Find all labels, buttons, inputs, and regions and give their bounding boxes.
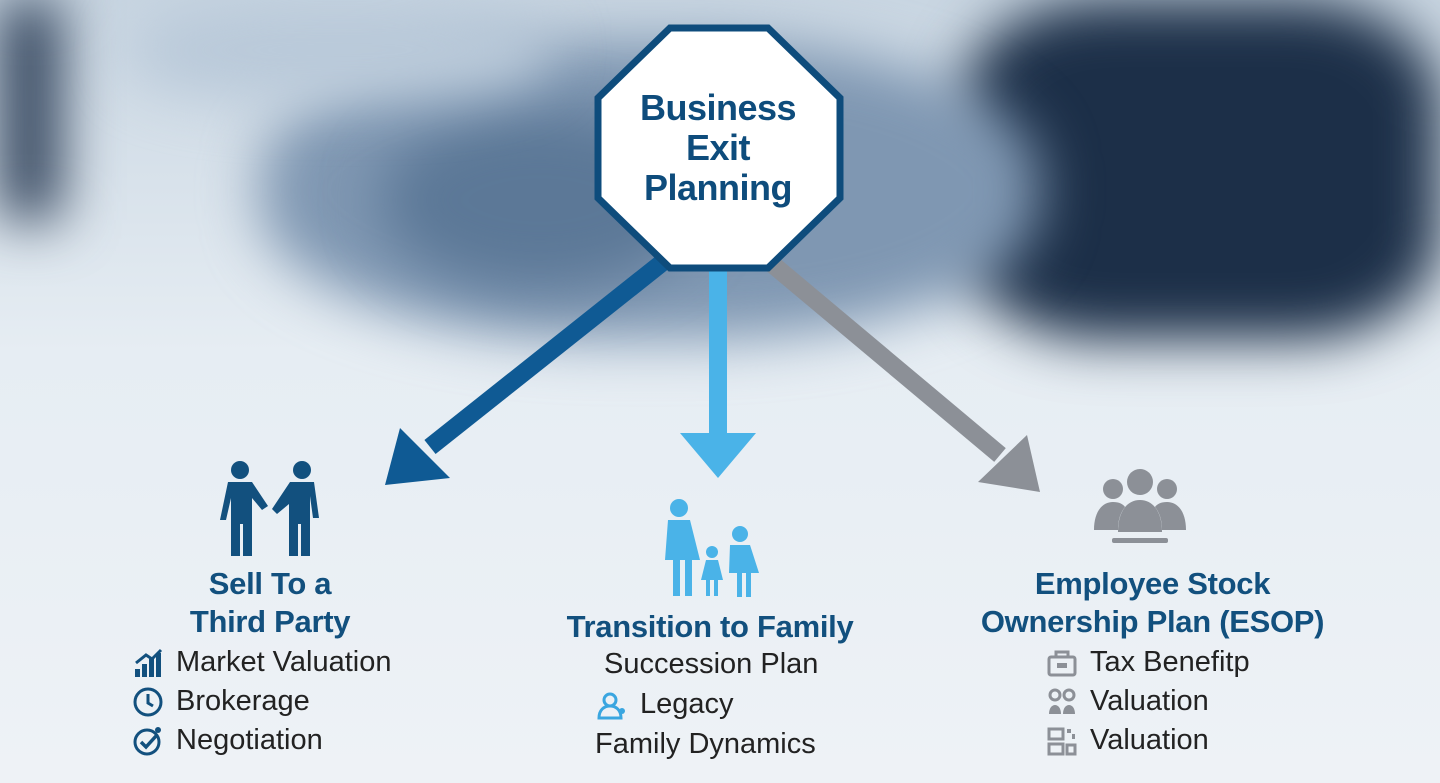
user-icon xyxy=(597,692,625,719)
list-item: Valuation xyxy=(1046,724,1209,757)
item-label: Family Dynamics xyxy=(595,728,816,760)
heading-line: Employee Stock xyxy=(1034,566,1271,601)
grid-icon xyxy=(1048,688,1076,714)
heading-line: Sell To a xyxy=(208,566,332,601)
briefcase-icon xyxy=(1047,650,1077,676)
item-label: Negotiation xyxy=(176,724,323,756)
branch-heading-family: Transition to Family xyxy=(520,608,900,646)
family-icon xyxy=(665,499,759,597)
arrow-left xyxy=(385,250,674,485)
item-label: Legacy xyxy=(640,688,734,720)
item-label: Tax Benefitp xyxy=(1090,646,1250,678)
item-label: Brokerage xyxy=(176,685,310,717)
handshake-people-icon xyxy=(220,461,319,556)
qr-icon xyxy=(1047,727,1077,755)
list-item: Market Valuation xyxy=(132,646,391,679)
list-item: Tax Benefitp xyxy=(1046,646,1250,679)
branch-heading-sell: Sell To a Third Party xyxy=(130,565,410,641)
group-icon xyxy=(1094,469,1186,543)
title-octagon xyxy=(594,24,844,272)
list-item: Brokerage xyxy=(132,685,310,718)
title-line: Planning xyxy=(644,167,793,208)
title-line: Exit xyxy=(685,127,751,168)
list-item: Negotiation xyxy=(132,724,323,757)
list-item: Succession Plan xyxy=(604,648,818,681)
clock-icon xyxy=(133,687,163,716)
page-title: Business Exit Planning xyxy=(618,88,818,208)
list-item: Family Dynamics xyxy=(595,728,816,761)
branch-heading-esop: Employee Stock Ownership Plan (ESOP) xyxy=(950,565,1355,641)
heading-line: Ownership Plan (ESOP) xyxy=(980,604,1325,639)
arrow-right xyxy=(759,251,1040,492)
item-label: Valuation xyxy=(1090,724,1209,756)
heading-line: Transition to Family xyxy=(566,609,854,644)
item-label: Valuation xyxy=(1090,685,1209,717)
list-item: Valuation xyxy=(1046,685,1209,718)
heading-line: Third Party xyxy=(189,604,351,639)
item-label: Market Valuation xyxy=(176,646,392,678)
arrow-middle xyxy=(680,270,756,478)
chart-icon xyxy=(135,648,163,677)
check-circle-icon xyxy=(133,726,161,755)
list-item: Legacy xyxy=(596,688,734,721)
title-line: Business xyxy=(639,87,797,128)
item-label: Succession Plan xyxy=(604,648,819,680)
